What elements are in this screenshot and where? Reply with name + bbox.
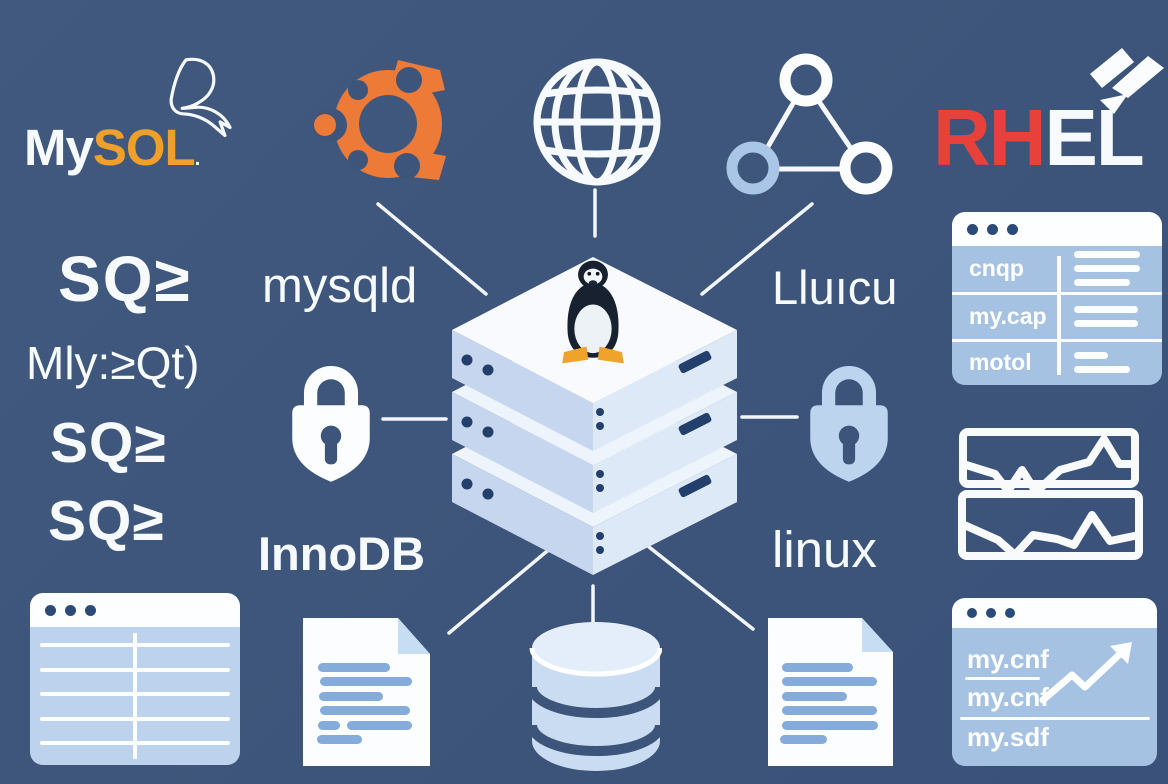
window-dot <box>45 604 56 616</box>
sql-text-3: SQ≥ <box>50 411 167 475</box>
label-innodb: InnoDB <box>258 527 426 580</box>
config-row-label: my.cap <box>969 303 1047 329</box>
document-icon-right <box>768 618 893 766</box>
window-dot <box>1007 223 1018 235</box>
table-divider <box>952 339 1162 342</box>
rhel-logo-part1: RH <box>933 93 1047 182</box>
rhel-logo-part2: EL <box>1044 93 1145 182</box>
text-bars <box>1074 352 1148 373</box>
file-divider <box>960 717 1150 720</box>
config-row-label: motol <box>969 349 1032 375</box>
files-body: my.cnf my.cnf my.sdf <box>952 628 1157 766</box>
mysql-logo-part1: My <box>24 119 94 176</box>
files-window: my.cnf my.cnf my.sdf <box>952 598 1157 766</box>
lock-icon-left <box>292 365 370 482</box>
window-dot <box>987 223 998 235</box>
file-divider <box>965 677 1040 680</box>
rhel-logo-text: RHEL <box>933 92 1145 184</box>
grid-row-line <box>40 741 230 745</box>
mysql-logo-part2: SOL <box>92 119 196 176</box>
window-dot <box>85 604 96 616</box>
grid-row-line <box>40 668 230 672</box>
grid-row-line <box>40 717 230 721</box>
table-divider <box>952 292 1162 295</box>
sql-text-4: SQ≥ <box>48 489 165 553</box>
mysql-logo-mark: . <box>194 148 200 170</box>
label-linux: linux <box>772 521 877 578</box>
trend-arrow-icon <box>1039 642 1132 704</box>
mysql-logo-text: MySOL. <box>24 118 200 177</box>
grid-row-line <box>40 643 230 647</box>
window-dot <box>986 608 996 618</box>
config-table-body: cnqp my.cap motol <box>952 246 1162 385</box>
file-name: my.sdf <box>967 722 1049 752</box>
database-icon <box>528 622 662 771</box>
window-dot <box>967 223 978 235</box>
grid-row-line <box>40 692 230 696</box>
grid-table-body <box>30 627 240 765</box>
network-nodes-icon <box>726 53 893 195</box>
tux-penguin-icon <box>562 260 624 364</box>
window-dot <box>967 608 977 618</box>
sql-text-1: SQ≥ <box>58 243 192 315</box>
mysql-dolphin-icon <box>169 57 232 138</box>
redhat-flash-icon <box>1090 48 1164 114</box>
document-icon-left <box>303 618 430 766</box>
file-name: my.cnf <box>967 644 1049 674</box>
window-dot <box>1005 608 1015 618</box>
grid-table-window <box>30 593 240 765</box>
window-dot <box>65 604 76 616</box>
label-linux-garbled: Lluıcu <box>772 261 898 314</box>
text-bars <box>1074 306 1148 327</box>
config-table-window: cnqp my.cap motol <box>952 212 1162 385</box>
lock-icon-right <box>810 365 888 482</box>
sql-text-2: Mly:≥Qt) <box>26 337 200 389</box>
text-bars <box>1074 251 1148 286</box>
config-row-label: cnqp <box>969 255 1024 281</box>
monitor-graphs-icon <box>958 428 1143 560</box>
window-titlebar <box>952 212 1162 246</box>
window-titlebar <box>952 598 1157 628</box>
grid-column-divider <box>133 633 137 759</box>
file-name: my.cnf <box>967 682 1049 712</box>
label-mysqld: mysqld <box>262 259 418 313</box>
ubuntu-logo-icon <box>313 60 446 180</box>
window-titlebar <box>30 593 240 627</box>
globe-icon <box>533 58 661 186</box>
table-divider <box>1057 256 1061 375</box>
